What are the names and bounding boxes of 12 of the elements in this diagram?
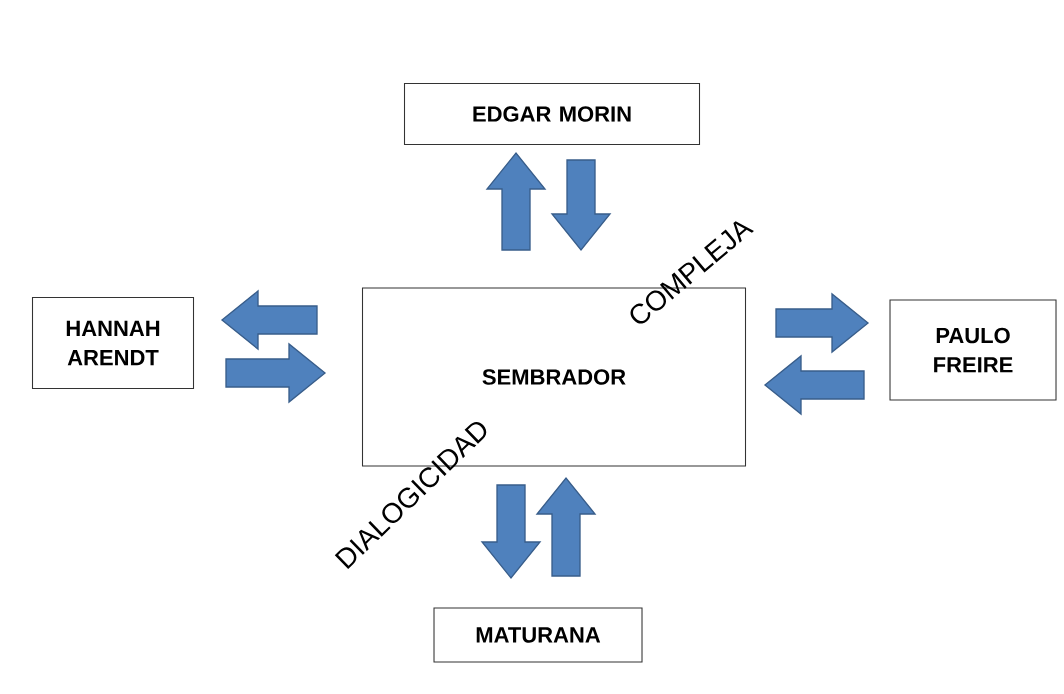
block-arrow [535, 476, 597, 577]
name-box: HANNAH ARENDT [31, 296, 195, 390]
name-box: MATURANA [433, 607, 643, 663]
block-arrow [480, 484, 542, 580]
block-arrow [775, 292, 870, 354]
block-arrow [220, 289, 318, 351]
block-arrow [763, 354, 865, 416]
block-arrow [485, 151, 547, 251]
block-arrow [550, 159, 612, 252]
name-box: PAULO FREIRE [889, 299, 1057, 401]
block-arrow [225, 342, 327, 404]
name-box: EDGAR MORIN [403, 82, 701, 146]
